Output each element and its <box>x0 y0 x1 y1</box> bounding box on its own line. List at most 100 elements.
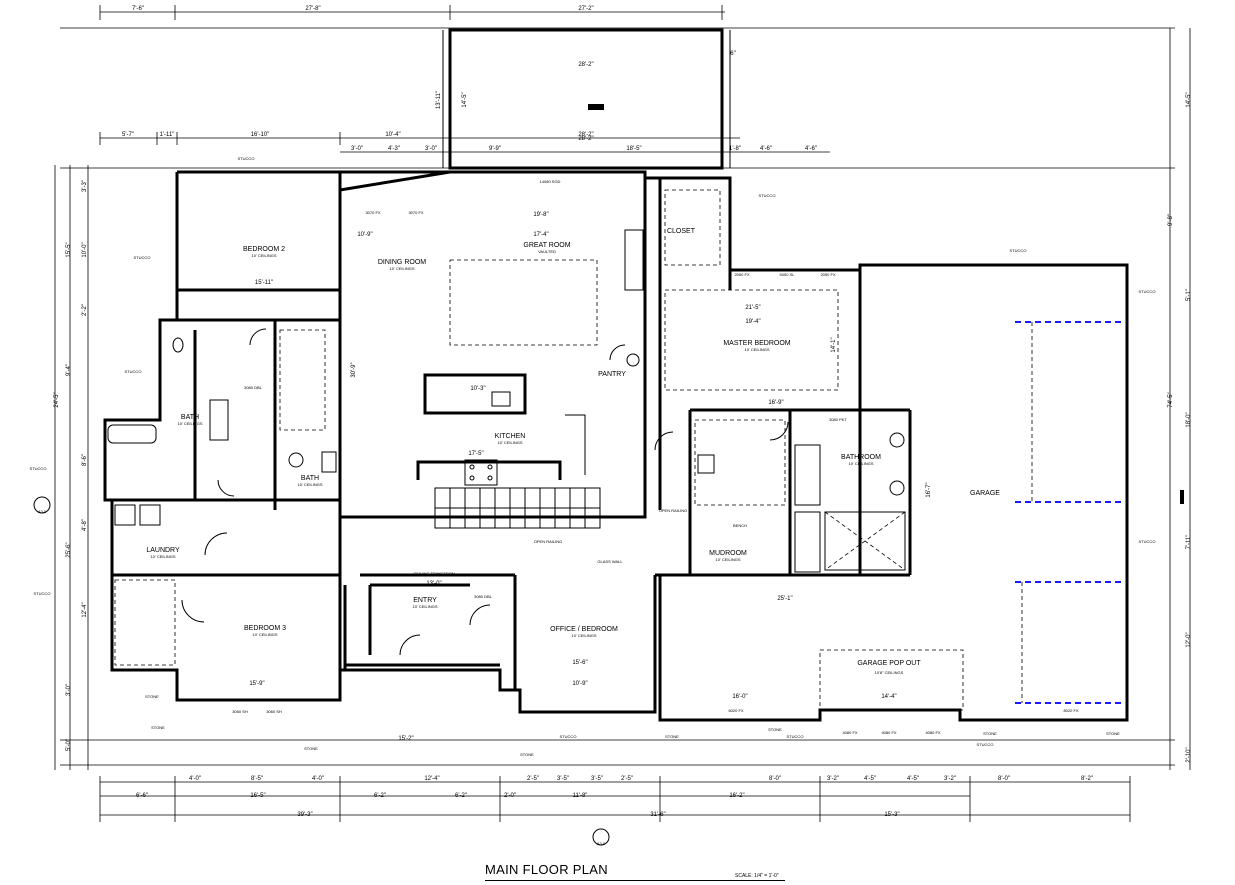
section-markers: A3.0 A3.0 <box>33 496 610 846</box>
room-label: ENTRY <box>413 597 437 604</box>
dim-label: 4'-5" <box>907 776 919 782</box>
window-callout: 3060 SH <box>232 709 248 714</box>
room-note: 10' CEILINGS <box>716 557 741 562</box>
section-marker-label: A3.0 <box>38 509 47 514</box>
dim-label: 4'-0" <box>189 776 201 782</box>
dim-label: 10'-0" <box>82 242 88 257</box>
window-callout: 3070 FX <box>365 210 380 215</box>
dim-label: 6'-2" <box>374 793 386 799</box>
room-note: 10' CEILINGS <box>745 347 770 352</box>
dim-label: 16'-7" <box>926 482 932 497</box>
window-callout: 4080 FX <box>925 730 940 735</box>
dim-label: 16'-10" <box>251 132 270 138</box>
dim-label: 2'-10" <box>1186 747 1192 762</box>
room-note: 10' CEILINGS <box>572 633 597 638</box>
dim-label: 14'-1" <box>831 337 837 352</box>
finish-note: STUCCO <box>787 734 804 739</box>
room-note: 10' CEILINGS <box>253 632 278 637</box>
bath-fixtures <box>107 337 906 573</box>
dim-label: 24'-5" <box>54 392 60 407</box>
dim-label: 16'-0" <box>732 694 747 700</box>
room-note: 10' CEILINGS <box>298 482 323 487</box>
finish-note: STUCCO <box>1139 289 1156 294</box>
room-note: 10' CEILINGS <box>151 554 176 559</box>
dim-label: 16'-2" <box>729 793 744 799</box>
dim-text-bottom: 4'-0" 8'-5" 4'-0" 12'-4" 2'-5" 3'-5" 3'-… <box>136 776 1093 818</box>
door-callout: 3080 DBL <box>244 385 263 390</box>
door-callout: 3080 DBL <box>474 594 493 599</box>
ceiling-note: CEILING TRANSITION <box>413 571 454 576</box>
dim-label: 12'-0" <box>1186 632 1192 647</box>
dim-label: 15'-5" <box>66 242 72 257</box>
finish-note: STUCCO <box>238 156 255 161</box>
room-note: 10' CEILINGS <box>390 266 415 271</box>
dim-label: 10'-9" <box>357 232 372 238</box>
dim-label: 12'-4" <box>82 602 88 617</box>
window-callout: 8020 FX <box>1063 708 1078 713</box>
dim-label: 21'-5" <box>745 305 760 311</box>
dim-label: 25'-6" <box>66 542 72 557</box>
window-callout: 3060 SH <box>266 709 282 714</box>
finish-note: STONE <box>768 727 782 732</box>
room-note: 10' CEILINGS <box>252 253 277 258</box>
room-label: BATH <box>301 475 319 482</box>
dim-label: 4'-3" <box>388 146 400 152</box>
room-note: 10'8" CEILINGS <box>875 670 904 675</box>
dim-label: 15'-6" <box>572 660 587 666</box>
dim-label: 31'-6" <box>650 812 665 818</box>
finish-note: STUCCO <box>30 466 47 471</box>
room-label: OFFICE / BEDROOM <box>550 626 618 633</box>
room-note: 10' CEILINGS <box>178 421 203 426</box>
dashed-outlines <box>114 189 964 711</box>
room-label: MASTER BEDROOM <box>723 340 790 347</box>
finish-note: STUCCO <box>560 734 577 739</box>
dim-label: 39'-3" <box>297 812 312 818</box>
interior-walls <box>105 178 912 690</box>
dim-label: 13'-0" <box>426 581 441 587</box>
dim-label: 30'-9" <box>351 362 357 377</box>
dim-label: 3'-2" <box>827 776 839 782</box>
window-callout: 2050 FX <box>820 272 835 277</box>
room-note: 10' CEILINGS <box>498 440 523 445</box>
finish-note: STUCCO <box>759 193 776 198</box>
dim-text-vertical: 15'-5" 10'-0" 3'-3" 2'-2" 24'-5" 9'-4" 2… <box>54 91 1192 763</box>
dim-label: 27'-8" <box>305 6 320 12</box>
door-callout: 3080 PKT <box>829 417 847 422</box>
dim-label: 6'-2" <box>455 793 467 799</box>
finish-note: STONE <box>983 731 997 736</box>
dim-label: 3'-0" <box>66 684 72 696</box>
dim-label: 16'-5" <box>250 793 265 799</box>
section-marker-icon <box>33 496 51 514</box>
section-marker-label: A3.0 <box>597 841 606 846</box>
dim-label: 74'-5" <box>1168 392 1174 407</box>
kitchen-fixtures <box>416 229 644 486</box>
dim-label: 8'-5" <box>251 776 263 782</box>
room-label: LAUNDRY <box>146 547 180 554</box>
dim-label: 25'-1" <box>777 596 792 602</box>
room-label: MUDROOM <box>709 550 747 557</box>
dim-label: 3'-3" <box>82 180 88 192</box>
dim-label: 2'-5" <box>527 776 539 782</box>
dim-label: 10'-9" <box>572 681 587 687</box>
window-callout: 5050 SL <box>780 272 796 277</box>
dim-label: 7'-11" <box>1186 535 1192 550</box>
dim-label: 9'-9" <box>489 146 501 152</box>
dim-text-interior: 19'-8" 17'-4" 10'-9" 30'-9" 10'-3" 17'-5… <box>249 212 932 742</box>
dim-label: 4'-6" <box>805 146 817 152</box>
wall-note: OPEN RAILING <box>659 508 687 513</box>
dim-label: 15'-9" <box>249 681 264 687</box>
title-underline <box>485 880 785 881</box>
finish-note: STUCCO <box>1010 248 1027 253</box>
door-callout: 14080 SGD <box>540 179 561 184</box>
dim-label: 2'-5" <box>621 776 633 782</box>
dim-label: 2'-2" <box>82 304 88 316</box>
dim-label: 15'-2" <box>398 736 413 742</box>
window-callout: 3060 SH <box>537 709 553 714</box>
dim-label: 15'-11" <box>255 280 273 286</box>
dim-label: 14'-5" <box>1186 92 1192 107</box>
room-labels: BEDROOM 2 10' CEILINGS DINING ROOM 10' C… <box>146 228 1000 675</box>
window-callout: 3060 SH <box>571 709 587 714</box>
window-callout: 4080 FX <box>842 730 857 735</box>
room-label: BATHROOM <box>841 454 881 461</box>
